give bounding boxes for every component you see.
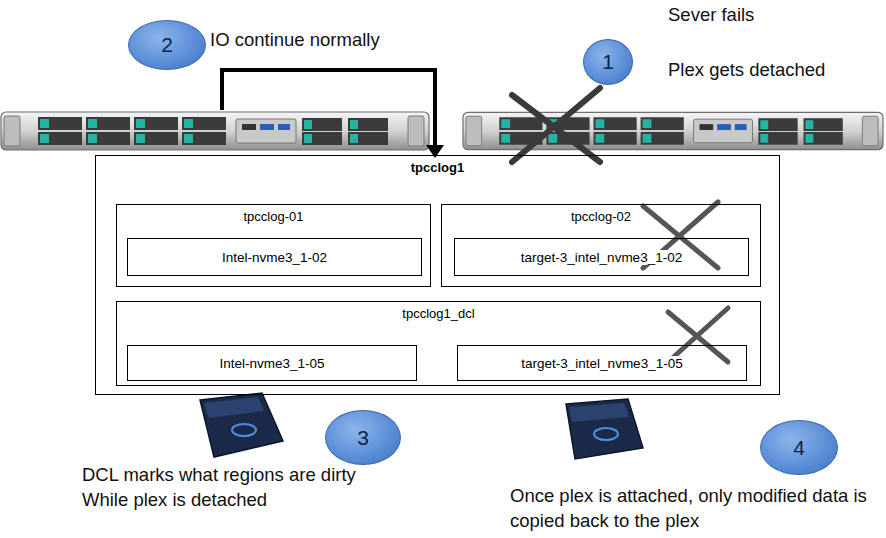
note-text: DCL marks what regions are dirty While p… [82,463,382,513]
volume-name: tpcclog-02 [568,209,634,224]
arrow-head [426,145,444,158]
callout-bubble: 4 [760,420,838,475]
disk-box: target-3_intel_nvme3_1-05 [457,345,747,381]
disk-name: Intel-nvme3_1-02 [219,250,330,265]
disk-name: target-3_intel_nvme3_1-05 [518,356,685,371]
disk-box: target-3_intel_nvme3_1-02 [454,238,749,276]
callout-bubble: 3 [325,410,401,465]
note-text: Once plex is attached, only modified dat… [510,484,882,534]
callout-bubble: 1 [583,39,633,85]
callout-number: 3 [357,426,369,450]
callout-number: 1 [602,50,614,74]
fail-cross [512,88,600,162]
volume-name: tpcclog1 [408,160,467,175]
io-arrow [222,70,435,146]
ssd-left [200,393,283,457]
volume-box: tpcclog1tpcclog-01Intel-nvme3_1-02tpcclo… [95,155,780,395]
callout-number: 2 [161,33,173,57]
note-text: Sever fails [668,3,868,28]
server-left [1,112,429,150]
note-text: IO continue normally [210,28,470,53]
dcl-cross [668,308,728,362]
callout-number: 4 [793,436,805,460]
server-right [463,112,883,149]
ssd-right [566,399,643,459]
disk-name: Intel-nvme3_1-05 [216,356,327,371]
callout-bubble: 2 [128,20,206,70]
volume-box: tpcclog-01Intel-nvme3_1-02 [116,204,431,287]
disk-name: target-3_intel_nvme3_1-02 [518,250,685,265]
volume-box: tpcclog1_dclIntel-nvme3_1-05 target-3_int… [116,301,761,386]
note-text: Plex gets detached [668,58,873,83]
volume-box: tpcclog-02 target-3_intel_nvme3_1-02 [441,204,761,287]
volume-name: tpcclog-01 [241,209,307,224]
volume-name: tpcclog1_dcl [399,306,477,321]
disk-box: Intel-nvme3_1-05 [127,345,417,381]
disk-box: Intel-nvme3_1-02 [127,238,422,276]
